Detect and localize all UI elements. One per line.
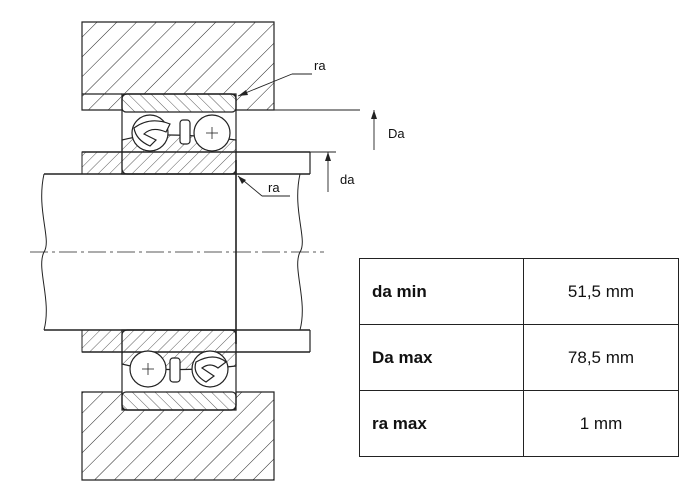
dimension-da: da bbox=[310, 151, 355, 192]
leader-ra-top: ra bbox=[237, 58, 326, 97]
label-ra-top: ra bbox=[314, 58, 326, 73]
label-ra-bottom: ra bbox=[268, 180, 280, 195]
row-value: 1 mm bbox=[523, 390, 679, 457]
row-value: 78,5 mm bbox=[523, 324, 679, 391]
leader-ra-bottom: ra bbox=[237, 175, 290, 197]
row-key: Da max bbox=[359, 324, 524, 391]
row-key: da min bbox=[359, 258, 524, 325]
dimension-table: da min 51,5 mm Da max 78,5 mm ra max 1 m… bbox=[359, 258, 679, 457]
bearing-top bbox=[121, 93, 237, 175]
row-value: 51,5 mm bbox=[523, 258, 679, 325]
label-Da: Da bbox=[388, 126, 405, 141]
row-key: ra max bbox=[359, 390, 524, 457]
table-row: ra max 1 mm bbox=[359, 390, 679, 457]
housing-bottom bbox=[81, 391, 275, 481]
bearing-bottom bbox=[121, 329, 237, 411]
dimension-Da: Da bbox=[371, 110, 405, 150]
label-da: da bbox=[340, 172, 355, 187]
table-row: Da max 78,5 mm bbox=[359, 324, 679, 391]
table-row: da min 51,5 mm bbox=[359, 258, 679, 325]
housing-top bbox=[81, 21, 275, 111]
